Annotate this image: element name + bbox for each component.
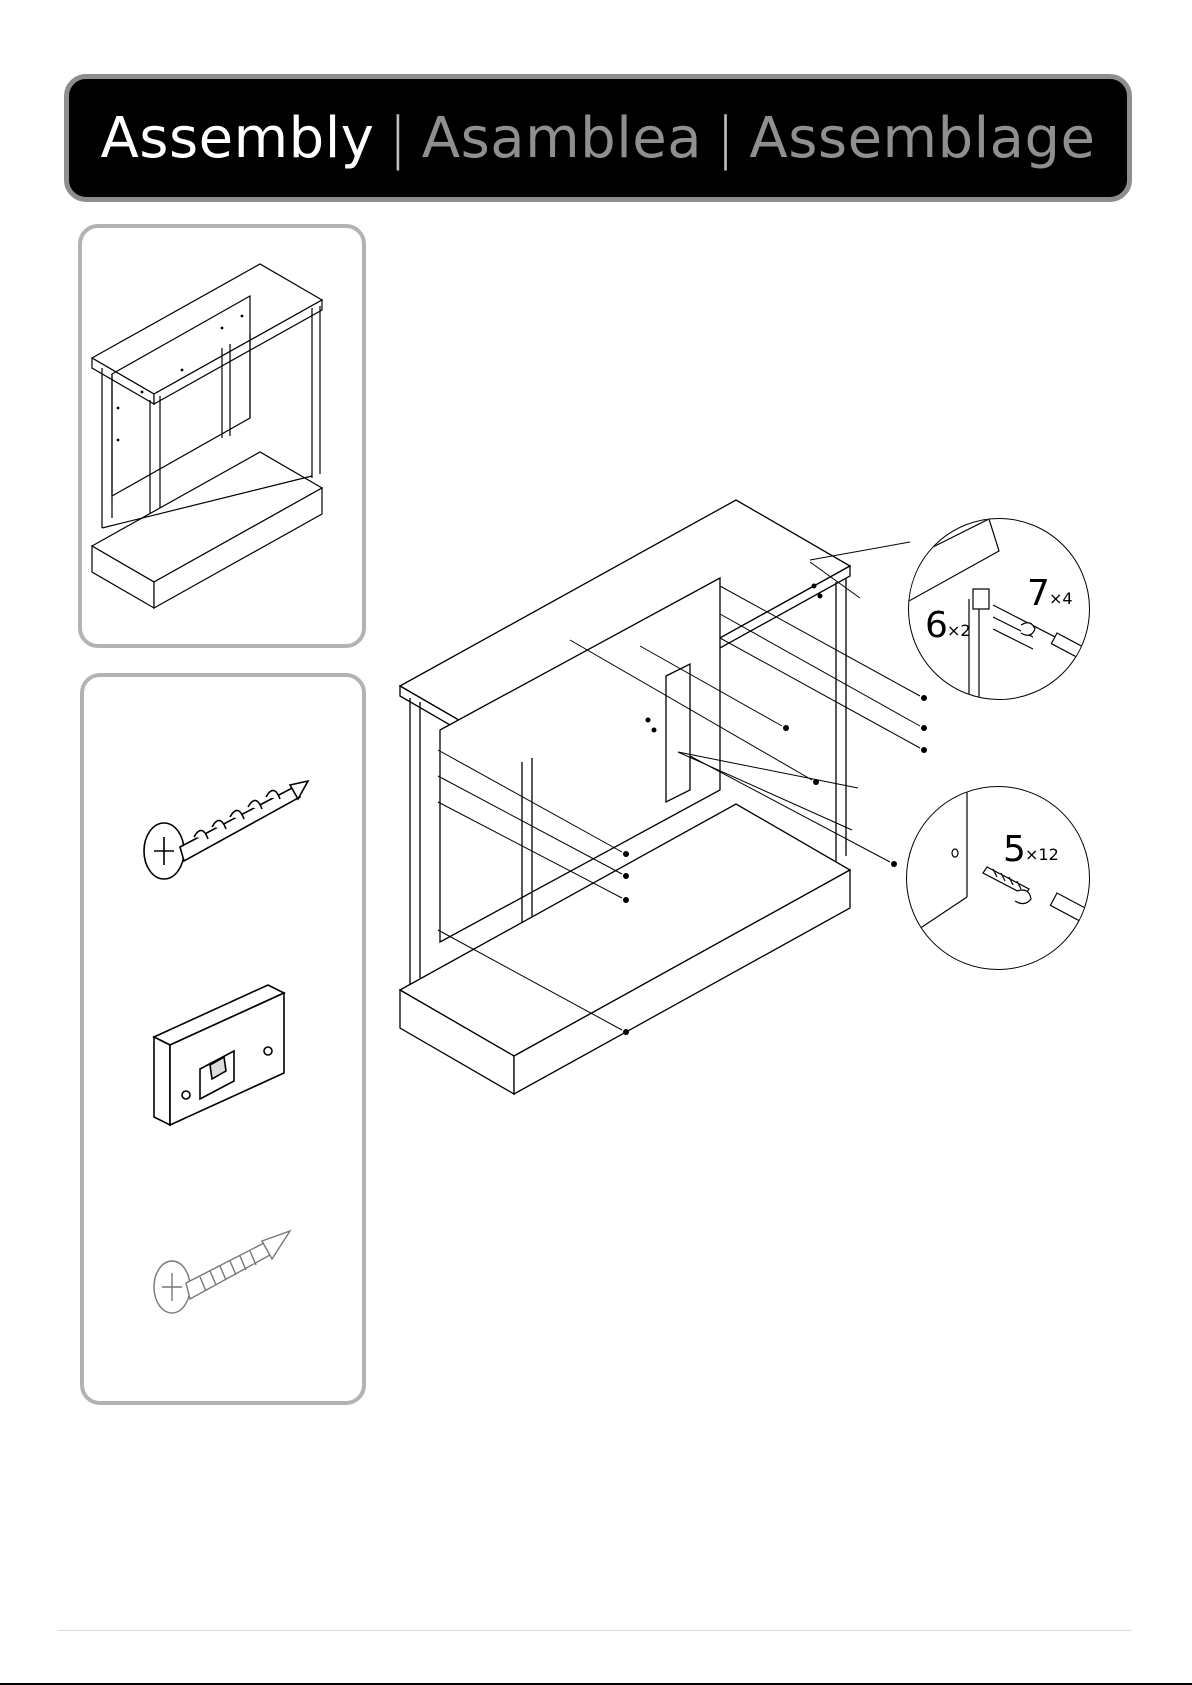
callout-top-part-b-qty: ×2 [947, 621, 971, 640]
callout-top-part-b-num: 6 [925, 605, 948, 646]
preview-panel [78, 224, 366, 648]
callout-bottom-part-qty: ×12 [1025, 845, 1059, 864]
callout-bottom: 5 ×12 [906, 786, 1090, 970]
callout-bottom-part-num: 5 [1003, 829, 1026, 870]
title-spanish: Asamblea [422, 106, 702, 171]
callout-top-part-a-qty: ×4 [1049, 589, 1073, 608]
preview-assembly-drawing [82, 228, 370, 652]
page-header: Assembly | Asamblea | Assemblage [64, 74, 1132, 202]
callout-top: 7 ×4 6 ×2 [908, 518, 1090, 700]
wood-screw-icon [84, 1197, 370, 1357]
title-english: Assembly [101, 106, 375, 171]
parts-panel [80, 673, 366, 1405]
footer-divider [58, 1630, 1132, 1631]
title-separator: | [388, 106, 407, 171]
title-separator-2: | [716, 106, 735, 171]
cam-dowel-screw-icon [84, 737, 370, 937]
title-french: Assemblage [749, 106, 1095, 171]
callout-top-part-a-num: 7 [1027, 573, 1050, 614]
bracket-plate-icon [84, 977, 370, 1137]
callout-bottom-drawing [907, 787, 1089, 969]
